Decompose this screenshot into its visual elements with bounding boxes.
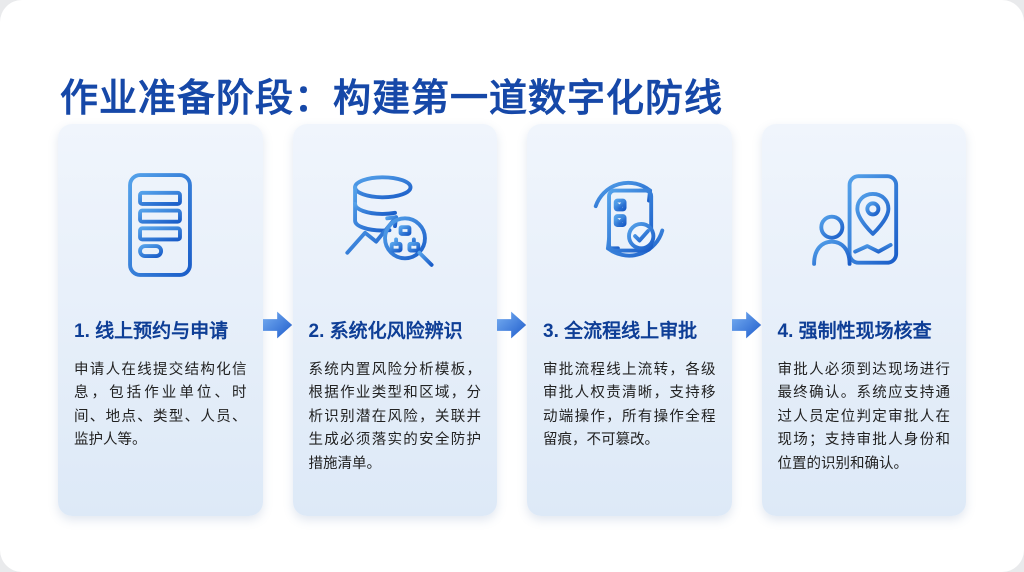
step-body: 审批人必须到达现场进行最终确认。系统应支持通过人员定位判定审批人在现场；支持审批… bbox=[777, 362, 951, 472]
flow-arrow-icon bbox=[497, 124, 527, 516]
database-risk-search-icon bbox=[309, 134, 482, 316]
flow-arrow-icon bbox=[731, 124, 762, 516]
step-body: 系统内置风险分析模板，根据作业类型和区域，分析识别潜在风险，关联并生成必须落实的… bbox=[308, 362, 482, 472]
step-title: 1. 线上预约与申请 bbox=[74, 321, 229, 342]
approval-cycle-document-icon bbox=[543, 134, 716, 316]
tablet-form-icon bbox=[74, 134, 247, 316]
step-card-2: 2. 系统化风险辨识 系统内置风险分析模板，根据作业类型和区域，分析识别潜在风险… bbox=[292, 124, 497, 516]
process-steps-row: 1. 线上预约与申请 申请人在线提交结构化信息，包括作业单位、时间、地点、类型、… bbox=[58, 124, 966, 516]
flow-arrow-icon bbox=[262, 124, 293, 516]
step-title: 2. 系统化风险辨识 bbox=[308, 321, 463, 342]
step-card-3: 3. 全流程线上审批 审批流程线上流转，各级审批人权责清晰，支持移动端操作，所有… bbox=[527, 124, 732, 516]
step-card-1: 1. 线上预约与申请 申请人在线提交结构化信息，包括作业单位、时间、地点、类型、… bbox=[58, 124, 263, 516]
phone-location-person-icon bbox=[778, 134, 951, 316]
step-title: 4. 强制性现场核查 bbox=[777, 321, 932, 342]
step-title: 3. 全流程线上审批 bbox=[543, 321, 698, 342]
page-title: 作业准备阶段：构建第一道数字化防线 bbox=[60, 78, 724, 121]
step-body: 申请人在线提交结构化信息，包括作业单位、时间、地点、类型、人员、监护人等。 bbox=[74, 362, 247, 449]
step-card-4: 4. 强制性现场核查 审批人必须到达现场进行最终确认。系统应支持通过人员定位判定… bbox=[761, 124, 966, 516]
step-body: 审批流程线上流转，各级审批人权责清晰，支持移动端操作，所有操作全程留痕，不可篡改… bbox=[543, 362, 716, 449]
